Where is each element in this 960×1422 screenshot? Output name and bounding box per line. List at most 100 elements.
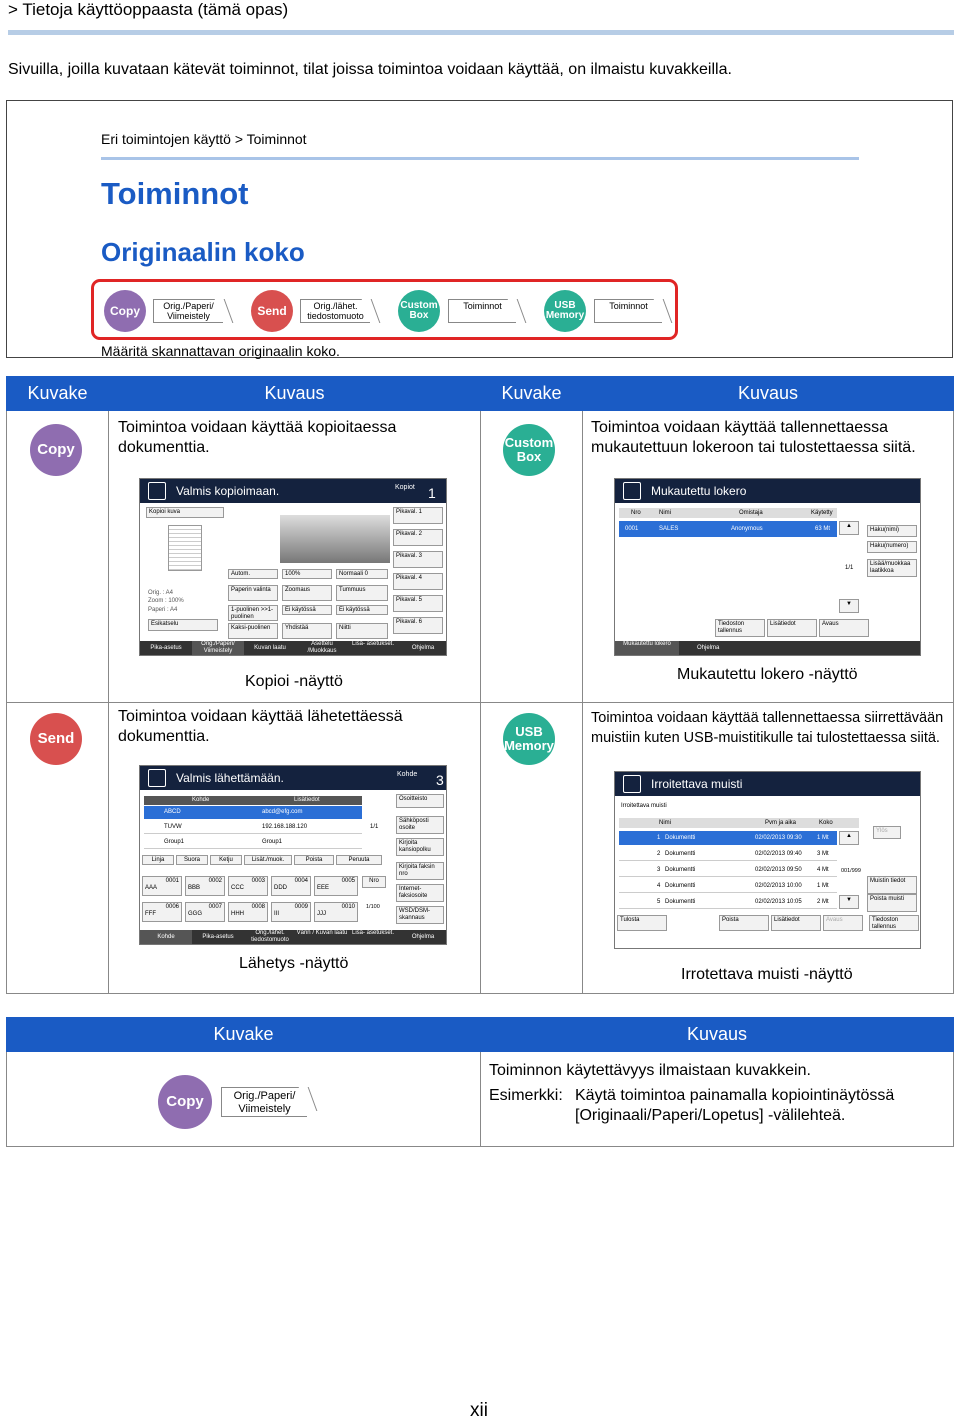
column-header[interactable]: Käytetty [811, 510, 833, 516]
print-button[interactable]: Tulosta [617, 915, 667, 931]
duplex-button[interactable]: Kaksi-puolinen [228, 623, 278, 639]
scroll-down-button[interactable]: ▼ [839, 599, 859, 613]
tab-format[interactable]: Orig./lähet. tiedostomuoto [244, 930, 296, 944]
number-button[interactable]: Nro [362, 876, 386, 888]
box-row[interactable]: 0001 SALES Anonymous 63 Mt [619, 521, 837, 537]
tab-quality[interactable]: Kuvan laatu [244, 641, 296, 655]
address-book-button[interactable]: Osoitteisto [396, 794, 444, 808]
preset-button[interactable]: Pikaval. 6 [393, 617, 443, 634]
memory-info-button[interactable]: Muistin tiedot [867, 876, 917, 894]
tab-program[interactable]: Ohjelma [398, 641, 446, 655]
column-header[interactable]: Pvm ja aika [765, 820, 797, 826]
column-header[interactable]: Omistaja [739, 510, 763, 516]
folder-path-button[interactable]: Kirjoita kansiopolku [396, 838, 444, 856]
tab-quality[interactable]: Värin / Kuvan laatu [296, 930, 348, 944]
email-button[interactable]: Sähköposti osoite [396, 816, 444, 834]
page-number: xii [470, 1400, 488, 1421]
internet-fax-button[interactable]: Internet-faksiosoite [396, 884, 444, 902]
open-button[interactable]: Avaus [823, 915, 863, 931]
search-number-button[interactable]: Haku(numero) [867, 541, 917, 553]
tab-advanced[interactable]: Lisä- asetukset. [348, 641, 398, 655]
send-icon: Send [30, 713, 82, 765]
tab-layout[interactable]: Asettelu /Muokkaus [296, 641, 348, 655]
staple-value[interactable]: Ei käytössä [336, 605, 388, 615]
scroll-down-button[interactable]: ▼ [839, 895, 859, 909]
tab-program[interactable]: Ohjelma [398, 930, 446, 944]
file-save-button[interactable]: Tiedoston tallennus [869, 915, 919, 931]
recall-button[interactable]: Peruuta [336, 855, 382, 865]
paper-select-button[interactable]: Paperin valinta [228, 585, 278, 601]
duplex-value[interactable]: 1-puolinen >>1-puolinen [228, 605, 278, 621]
preset-button[interactable]: Pikaval. 4 [393, 573, 443, 590]
sample-divider [101, 157, 859, 160]
tab-advanced[interactable]: Lisä- asetukset. [348, 930, 398, 944]
fax-number-button[interactable]: Kirjoita faksin nro [396, 862, 444, 880]
line-button[interactable]: Linja [142, 855, 174, 865]
tab-original[interactable]: Orig./Paperi/ Viimeistely [192, 641, 244, 655]
column-header[interactable]: Nimi [659, 820, 671, 826]
auto-button[interactable]: Autom. [228, 569, 278, 579]
example-line1: Toiminnon käytettävyys ilmaistaan kuvakk… [489, 1062, 811, 1079]
staple-button[interactable]: Niitti [336, 623, 388, 639]
up-folder-button[interactable]: Ylös [873, 826, 901, 839]
chain-button[interactable]: Ketju [210, 855, 242, 865]
density-button[interactable]: Tummuus [336, 585, 388, 601]
file-save-button[interactable]: Tiedoston tallennus [715, 619, 765, 637]
zoom-value[interactable]: 100% [282, 569, 332, 579]
search-name-button[interactable]: Haku(nimi) [867, 525, 917, 537]
zoom-button[interactable]: Zoomaus [282, 585, 332, 601]
column-header[interactable]: Koko [819, 820, 833, 826]
combine-button[interactable]: Yhdistää [282, 623, 332, 639]
density-value[interactable]: Normaali 0 [336, 569, 388, 579]
folder-path: Irroitettava muisti [621, 803, 667, 809]
status-text: Valmis lähettämään. [176, 771, 284, 785]
delete-button[interactable]: Poista [719, 915, 769, 931]
direct-button[interactable]: Suora [176, 855, 208, 865]
details-button[interactable]: Lisätiedot [771, 915, 821, 931]
details-button[interactable]: Lisätiedot [767, 619, 817, 637]
preset-button[interactable]: Pikaval. 2 [393, 529, 443, 546]
tab-custom-box[interactable]: Mukautettu lokero [615, 641, 679, 655]
tab-quick[interactable]: Pika-asetus [192, 930, 244, 944]
tab-program[interactable]: Ohjelma [679, 641, 920, 655]
preset-button[interactable]: Pikaval. 3 [393, 551, 443, 568]
scroll-up-button[interactable]: ▲ [839, 521, 859, 535]
sample-page-frame [6, 100, 953, 358]
printer-illustration [280, 515, 390, 563]
add-edit-button[interactable]: Lisät./muok. [244, 855, 292, 865]
add-edit-box-button[interactable]: Lisää/muokkaa laatikkoa [867, 559, 917, 577]
scroll-up-button[interactable]: ▲ [839, 831, 859, 845]
example-table: Kuvake Kuvaus [6, 1017, 954, 1147]
wsd-dsm-button[interactable]: WSD/DSM-skannaus [396, 906, 444, 924]
combine-value[interactable]: Ei käytössä [282, 605, 332, 615]
column-header[interactable]: Nimi [659, 510, 671, 516]
column-headers: Nimi Pvm ja aika Koko [619, 818, 859, 828]
remove-memory-button[interactable]: Poista muisti [867, 894, 917, 912]
delete-button[interactable]: Poista [294, 855, 334, 865]
column-header[interactable]: Nro [631, 510, 641, 516]
preview-button[interactable]: Esikatselu [148, 619, 218, 631]
preset-button[interactable]: Pikaval. 5 [393, 595, 443, 612]
preset-button[interactable]: Pikaval. 1 [393, 507, 443, 524]
tab-quick[interactable]: Pika-asetus [140, 641, 192, 655]
tab-destination[interactable]: Kohde [140, 930, 192, 944]
open-button[interactable]: Avaus [819, 619, 869, 637]
